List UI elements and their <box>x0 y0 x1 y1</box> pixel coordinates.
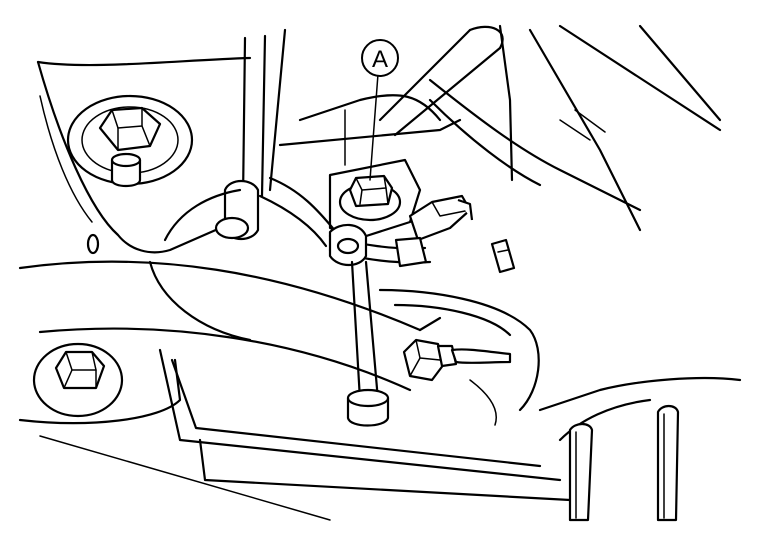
upper-mount-bolt <box>66 94 194 188</box>
callout-a-label: A <box>372 46 388 73</box>
clip-right <box>490 238 516 274</box>
bolt-a <box>338 174 402 222</box>
stabilizer-link-rod <box>350 260 380 402</box>
brake-line-upper <box>258 176 338 248</box>
hose-clamp-center <box>328 223 368 267</box>
body-panel-upper-left <box>36 56 252 254</box>
lower-control-arm <box>158 288 572 502</box>
hose-bracket <box>408 194 474 242</box>
callout-leader <box>369 73 379 181</box>
link-lower-end <box>346 388 390 427</box>
link-nut <box>402 338 512 382</box>
lower-left-bolt <box>32 342 124 418</box>
body-panel-upper-right <box>378 24 722 232</box>
callout-a: A <box>361 39 399 77</box>
lower-right-fender <box>538 376 742 522</box>
upper-bushing <box>214 179 260 241</box>
strut-tube-left <box>241 28 287 202</box>
lower-left-panel <box>18 358 331 521</box>
lower-arm <box>18 260 442 392</box>
small-hole <box>86 233 100 255</box>
